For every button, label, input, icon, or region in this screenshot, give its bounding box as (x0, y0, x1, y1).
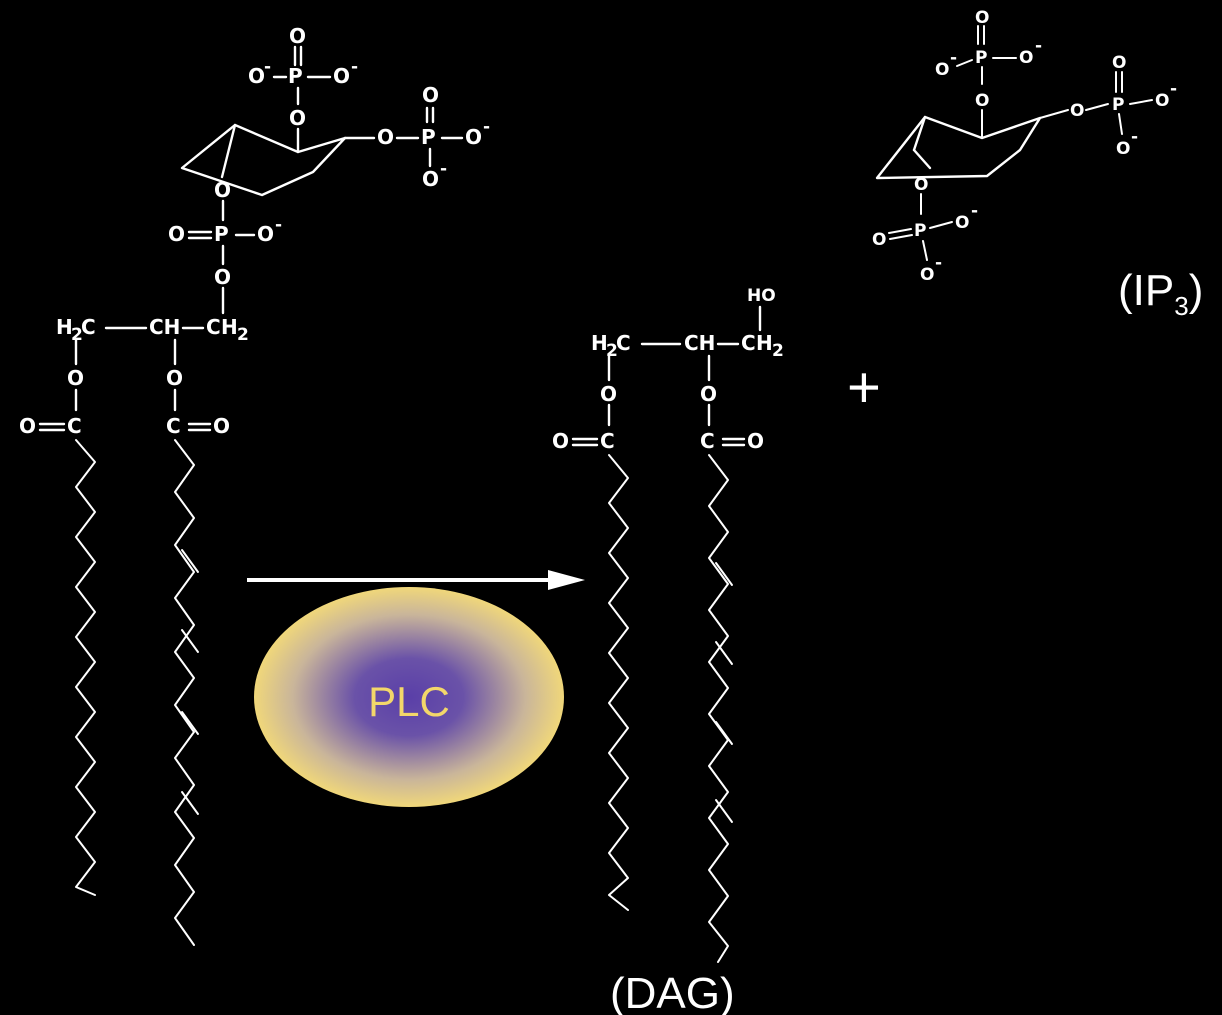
atom-o: O (1070, 101, 1084, 121)
atom-p: P (214, 222, 229, 246)
atom-c: C (67, 414, 82, 438)
charge-minus: - (440, 159, 447, 179)
atom-subscript: 2 (71, 325, 83, 345)
dag-unsaturated-chain (708, 454, 729, 963)
atom-c: C (616, 331, 631, 355)
atom-o-minus: O (257, 222, 274, 246)
atom-h: H (756, 331, 773, 355)
atom-o: O (289, 106, 306, 130)
atom-p: P (421, 125, 436, 149)
atom-o: O (377, 125, 394, 149)
dag-label: (DAG) (610, 969, 735, 1015)
atom-h: H (591, 331, 608, 355)
atom-subscript: 2 (606, 341, 618, 361)
charge-minus: - (483, 117, 490, 137)
atom-o-minus: O (465, 125, 482, 149)
atom-o: O (1112, 53, 1126, 73)
pip2-glycerol-backbone: H 2 C CH C H 2 O C O O C O (19, 315, 249, 438)
atom-o-minus: O (955, 213, 969, 233)
atom-o-minus: O (422, 167, 439, 191)
atom-p: P (1112, 95, 1124, 115)
charge-minus: - (1131, 127, 1138, 147)
plc-enzyme: PLC (254, 587, 564, 807)
atom-p: P (975, 48, 987, 68)
atom-c: C (206, 315, 221, 339)
charge-minus: - (1035, 36, 1042, 56)
pip2-saturated-chain (75, 439, 96, 896)
charge-minus: - (275, 215, 282, 235)
ip3-label: (IP3) (1118, 266, 1203, 321)
charge-minus: - (935, 253, 942, 273)
atom-o: O (422, 83, 439, 107)
atom-o: O (214, 265, 231, 289)
atom-o: O (166, 366, 183, 390)
ip3-inositol-ring (875, 115, 1042, 180)
atom-ch: CH (149, 315, 180, 339)
pip2-phosphate-right: O P O O - O - (343, 83, 490, 191)
atom-o: O (975, 8, 989, 28)
atom-o: O (552, 429, 569, 453)
pip2-phosphate-top: O P O - O - O (248, 24, 358, 154)
atom-c: C (700, 429, 715, 453)
atom-o-minus: O (1019, 48, 1033, 68)
atom-o: O (747, 429, 764, 453)
atom-c: C (600, 429, 615, 453)
atom-o: O (914, 175, 928, 195)
atom-c: C (741, 331, 756, 355)
atom-o: O (700, 382, 717, 406)
dag-molecule: HO H 2 C CH C H 2 O C O O C O (DAG) (552, 286, 784, 1015)
atom-o-minus: O (1116, 139, 1130, 159)
pip2-unsaturated-chain (174, 439, 195, 946)
pip2-phosphodiester: O P O O - O (168, 178, 282, 315)
atom-o-minus: O (333, 64, 350, 88)
charge-minus: - (351, 57, 358, 77)
charge-minus: - (264, 57, 271, 77)
atom-o: O (213, 414, 230, 438)
charge-minus: - (971, 201, 978, 221)
plus-sign: + (847, 355, 881, 420)
atom-o-minus: O (248, 64, 265, 88)
atom-p: P (288, 64, 303, 88)
atom-o: O (19, 414, 36, 438)
atom-o: O (872, 230, 886, 250)
enzyme-label: PLC (368, 678, 450, 725)
atom-ch: CH (684, 331, 715, 355)
atom-p: P (914, 221, 926, 241)
atom-o-minus: O (935, 60, 949, 80)
atom-o: O (289, 24, 306, 48)
reaction-arrow (247, 570, 585, 590)
atom-o: O (67, 366, 84, 390)
atom-ho: HO (747, 286, 776, 306)
atom-o-minus: O (1155, 91, 1169, 111)
pip2-molecule: O P O - O - O O P O O - (19, 24, 490, 946)
ip3-molecule: O P O - O - O O P O O - O - O P O (872, 8, 1203, 321)
atom-o: O (168, 222, 185, 246)
atom-o: O (600, 382, 617, 406)
pip2-inositol-ring (180, 123, 347, 197)
atom-subscript: 2 (772, 341, 784, 361)
atom-subscript: 2 (237, 325, 249, 345)
atom-h: H (221, 315, 238, 339)
atom-o-minus: O (920, 265, 934, 285)
charge-minus: - (950, 48, 957, 68)
atom-c: C (81, 315, 96, 339)
atom-h: H (56, 315, 73, 339)
atom-o: O (214, 178, 231, 202)
atom-c: C (166, 414, 181, 438)
charge-minus: - (1170, 79, 1177, 99)
dag-saturated-chain (608, 454, 629, 911)
atom-o: O (975, 91, 989, 111)
